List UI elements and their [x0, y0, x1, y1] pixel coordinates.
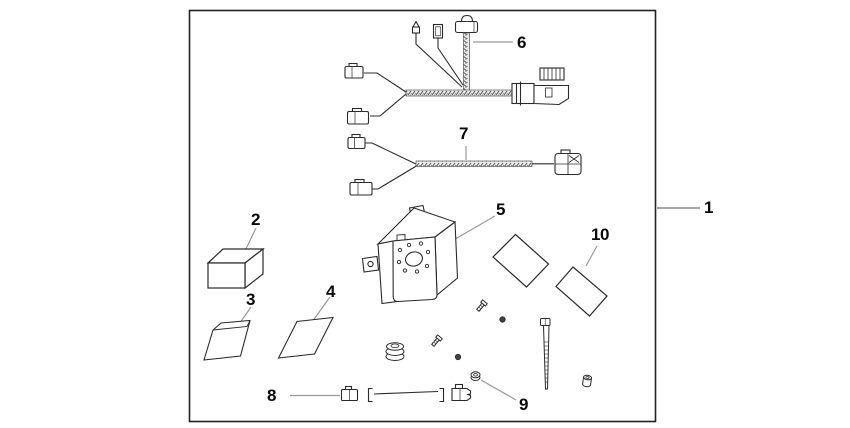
leader-9	[480, 379, 517, 401]
callout-8: 8	[267, 386, 276, 405]
leader-4	[311, 296, 331, 323]
nut-icon	[499, 316, 506, 323]
flange-nut-drawing	[470, 371, 481, 381]
callout-7: 7	[459, 124, 468, 143]
sub-wire-harness-drawing	[347, 133, 582, 196]
leader-10	[585, 245, 598, 267]
callout-10: 10	[591, 225, 609, 244]
collar-icon	[582, 374, 593, 388]
control-unit-drawing	[361, 204, 459, 305]
main-wire-harness-drawing	[344, 14, 570, 125]
box-drawing	[206, 247, 265, 290]
screw-icon	[476, 299, 488, 312]
bolt-icon	[540, 318, 551, 390]
callout-3: 3	[246, 290, 255, 309]
hardware-drawing	[385, 299, 593, 390]
callout-6: 6	[517, 33, 526, 52]
callout-4: 4	[326, 282, 335, 301]
callout-2: 2	[251, 210, 260, 229]
screw-icon	[431, 334, 443, 347]
callout-9: 9	[519, 395, 528, 414]
callout-5: 5	[496, 200, 505, 219]
label-sheets-drawing	[492, 233, 608, 317]
folded-pad-sheet-drawing	[203, 319, 251, 361]
spring-icon	[385, 342, 405, 361]
flat-pad-sheet-drawing	[277, 316, 334, 359]
kit-frame	[188, 9, 657, 423]
callout-1: 1	[704, 198, 713, 217]
sub-cord-drawing	[340, 383, 472, 403]
nut-icon	[454, 353, 462, 361]
